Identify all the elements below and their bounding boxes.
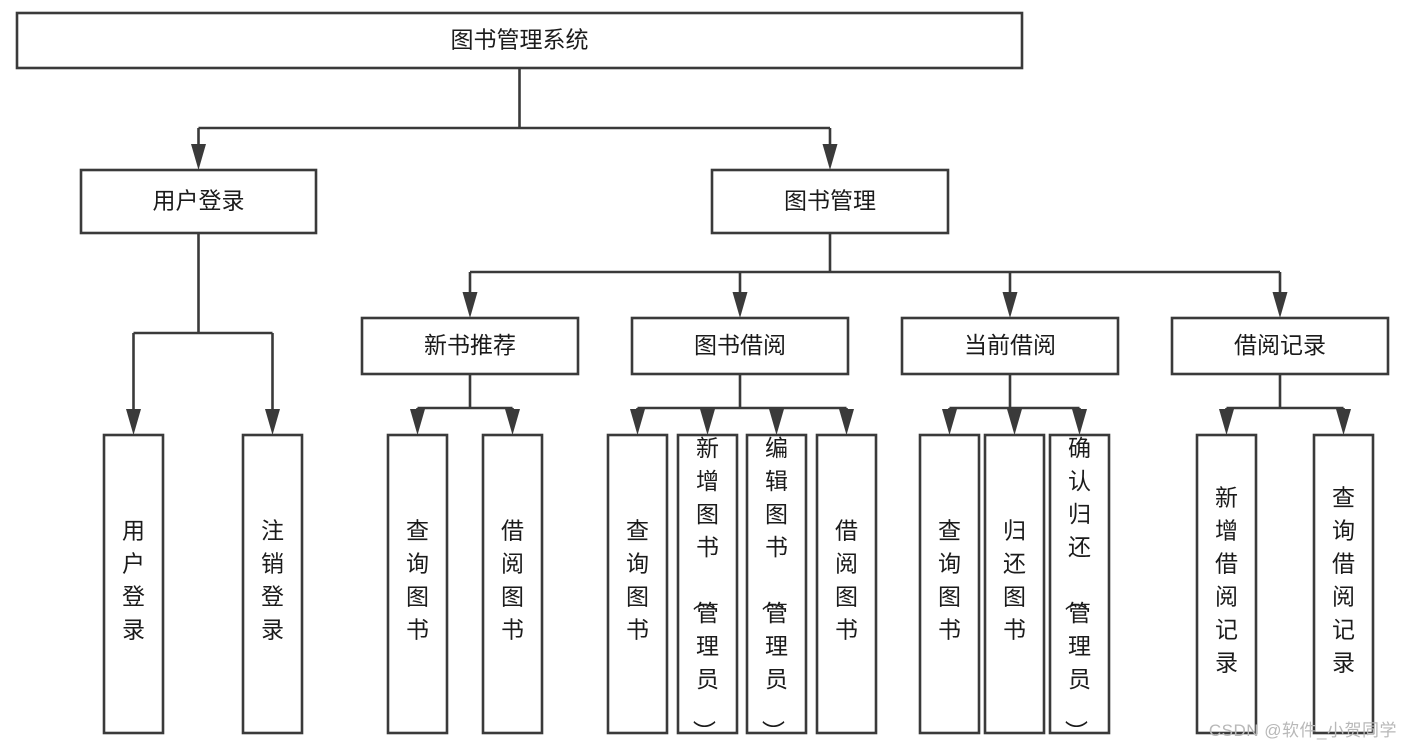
node-box-leaf-confirm-return-admin[interactable] — [1048, 433, 1111, 735]
node-box-root[interactable] — [15, 11, 1024, 70]
node-label-new-book-recommend: 新书推荐 — [424, 332, 516, 358]
node-box-current-borrow[interactable] — [900, 316, 1120, 376]
node-box-leaf-add-book-admin[interactable] — [676, 433, 739, 735]
arrow-head-e-ul-leaf-logout — [265, 409, 280, 435]
arrow-head-e-bm-current-borrow — [1002, 292, 1018, 318]
node-label-current-borrow: 当前借阅 — [964, 332, 1056, 358]
node-label-leaf-add-book-admin: 新增图书（管理员） — [691, 435, 719, 743]
node-label-leaf-query-book-rec: 查询图书 — [406, 518, 429, 643]
node-label-leaf-add-borrow-record: 新增借阅记录 — [1215, 485, 1238, 676]
edges-layer — [126, 68, 1351, 435]
node-label-leaf-return-book: 归还图书 — [1003, 518, 1026, 643]
arrow-head-e-br-add-record — [1219, 409, 1234, 435]
node-box-leaf-query-book-rec[interactable] — [386, 433, 449, 735]
node-box-leaf-query-book-current[interactable] — [918, 433, 981, 735]
arrow-head-e-nbr-borrow-book — [505, 409, 520, 435]
edge-group-user-login — [126, 233, 280, 435]
arrow-head-e-nbr-query-book — [410, 409, 425, 435]
node-borrow-record[interactable]: 借阅记录 — [1170, 316, 1390, 376]
node-box-leaf-user-login[interactable] — [102, 433, 165, 735]
node-leaf-edit-book-admin[interactable]: 编辑图书（管理员） — [745, 433, 808, 743]
node-box-leaf-edit-book-admin[interactable] — [745, 433, 808, 735]
node-leaf-user-login[interactable]: 用户登录 — [102, 433, 165, 735]
arrow-head-e-cb-return-book — [1007, 409, 1022, 435]
arrow-head-e-root-book-manage — [822, 144, 838, 170]
node-box-book-borrow[interactable] — [630, 316, 850, 376]
node-label-leaf-logout: 注销登录 — [261, 518, 284, 643]
node-leaf-add-borrow-record[interactable]: 新增借阅记录 — [1195, 433, 1258, 735]
node-box-user-login[interactable] — [79, 168, 318, 235]
node-leaf-logout[interactable]: 注销登录 — [241, 433, 304, 735]
node-leaf-query-book-rec[interactable]: 查询图书 — [386, 433, 449, 735]
node-label-leaf-confirm-return-admin: 确认归还（管理员） — [1063, 435, 1091, 743]
node-label-leaf-query-book-current: 查询图书 — [938, 518, 961, 643]
node-box-leaf-logout[interactable] — [241, 433, 304, 735]
node-box-leaf-query-book-borrow[interactable] — [606, 433, 669, 735]
arrow-head-e-root-user-login — [191, 144, 206, 170]
arrow-head-e-br-query-record — [1336, 409, 1351, 435]
node-leaf-borrow-book[interactable]: 借阅图书 — [815, 433, 878, 735]
node-leaf-add-book-admin[interactable]: 新增图书（管理员） — [676, 433, 739, 743]
node-label-borrow-record: 借阅记录 — [1234, 332, 1326, 358]
node-leaf-confirm-return-admin[interactable]: 确认归还（管理员） — [1048, 433, 1111, 743]
node-root[interactable]: 图书管理系统 — [15, 11, 1024, 70]
node-box-book-manage[interactable] — [710, 168, 950, 235]
node-box-leaf-borrow-book-rec[interactable] — [481, 433, 544, 735]
node-label-book-borrow: 图书借阅 — [694, 332, 786, 358]
node-label-leaf-borrow-book: 借阅图书 — [835, 518, 858, 643]
nodes-layer: 图书管理系统用户登录图书管理新书推荐图书借阅当前借阅借阅记录用户登录注销登录查询… — [15, 11, 1390, 743]
node-book-borrow[interactable]: 图书借阅 — [630, 316, 850, 376]
node-label-leaf-borrow-book-rec: 借阅图书 — [501, 518, 524, 643]
edge-group-book-manage — [462, 233, 1288, 318]
edge-group-new-book-recommend — [410, 374, 520, 435]
arrow-head-e-bm-new-book-recommend — [462, 292, 478, 318]
node-leaf-return-book[interactable]: 归还图书 — [983, 433, 1046, 735]
node-label-leaf-edit-book-admin: 编辑图书（管理员） — [760, 435, 788, 743]
arrow-head-e-bb-edit-book — [769, 409, 784, 435]
arrow-head-e-bb-borrow-book — [839, 409, 854, 435]
node-box-leaf-borrow-book[interactable] — [815, 433, 878, 735]
node-user-login[interactable]: 用户登录 — [79, 168, 318, 235]
node-leaf-query-book-current[interactable]: 查询图书 — [918, 433, 981, 735]
node-new-book-recommend[interactable]: 新书推荐 — [360, 316, 580, 376]
node-label-leaf-query-book-borrow: 查询图书 — [626, 518, 649, 643]
arrow-head-e-bb-query-book — [630, 409, 645, 435]
edge-group-book-borrow — [630, 374, 854, 435]
node-label-leaf-query-borrow-record: 查询借阅记录 — [1332, 485, 1355, 676]
node-leaf-query-book-borrow[interactable]: 查询图书 — [606, 433, 669, 735]
edge-group-current-borrow — [942, 374, 1087, 435]
node-label-book-manage: 图书管理 — [784, 188, 876, 214]
watermark-label: CSDN @软件_小贺同学 — [1208, 721, 1397, 740]
node-label-root: 图书管理系统 — [451, 27, 589, 53]
arrow-head-e-bm-borrow-record — [1272, 292, 1288, 318]
arrow-head-e-cb-confirm-return — [1072, 409, 1087, 435]
node-label-user-login: 用户登录 — [153, 188, 245, 214]
node-box-borrow-record[interactable] — [1170, 316, 1390, 376]
arrow-head-e-ul-leaf-user-login — [126, 409, 141, 435]
node-label-leaf-user-login: 用户登录 — [122, 518, 145, 643]
arrow-head-e-cb-query-book — [942, 409, 957, 435]
node-current-borrow[interactable]: 当前借阅 — [900, 316, 1120, 376]
node-box-leaf-add-borrow-record[interactable] — [1195, 433, 1258, 735]
edge-group-root — [191, 68, 838, 170]
node-leaf-borrow-book-rec[interactable]: 借阅图书 — [481, 433, 544, 735]
node-box-leaf-return-book[interactable] — [983, 433, 1046, 735]
edge-group-borrow-record — [1219, 374, 1351, 435]
node-box-leaf-query-borrow-record[interactable] — [1312, 433, 1375, 735]
node-book-manage[interactable]: 图书管理 — [710, 168, 950, 235]
arrow-head-e-bb-add-book — [700, 409, 715, 435]
arrow-head-e-bm-book-borrow — [732, 292, 748, 318]
node-box-new-book-recommend[interactable] — [360, 316, 580, 376]
node-leaf-query-borrow-record[interactable]: 查询借阅记录 — [1312, 433, 1375, 735]
